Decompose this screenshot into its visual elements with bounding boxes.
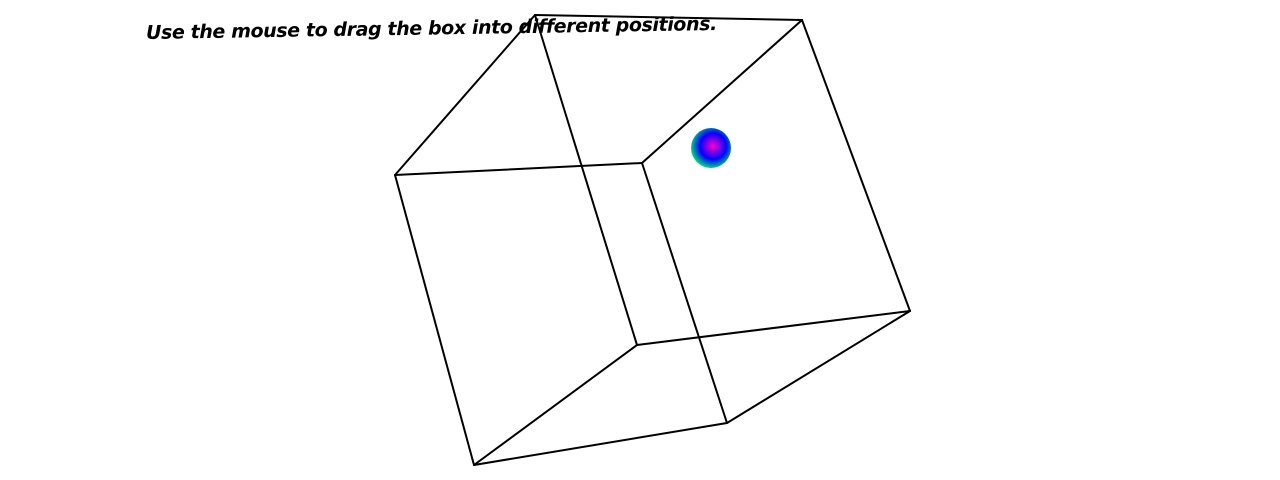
box-edge [641, 19, 803, 164]
box-edge [394, 174, 475, 466]
wireframe-box[interactable] [394, 14, 911, 466]
box-edge [641, 162, 728, 424]
box-edge [534, 14, 803, 21]
box-edge [534, 14, 638, 346]
colored-sphere[interactable] [691, 128, 731, 168]
box-edge [473, 422, 728, 466]
box-edge [801, 19, 911, 312]
box-edge [394, 14, 536, 176]
box-edge [726, 310, 911, 424]
box-edge [473, 344, 638, 466]
box-edge [636, 310, 911, 346]
box-edge [394, 162, 643, 176]
